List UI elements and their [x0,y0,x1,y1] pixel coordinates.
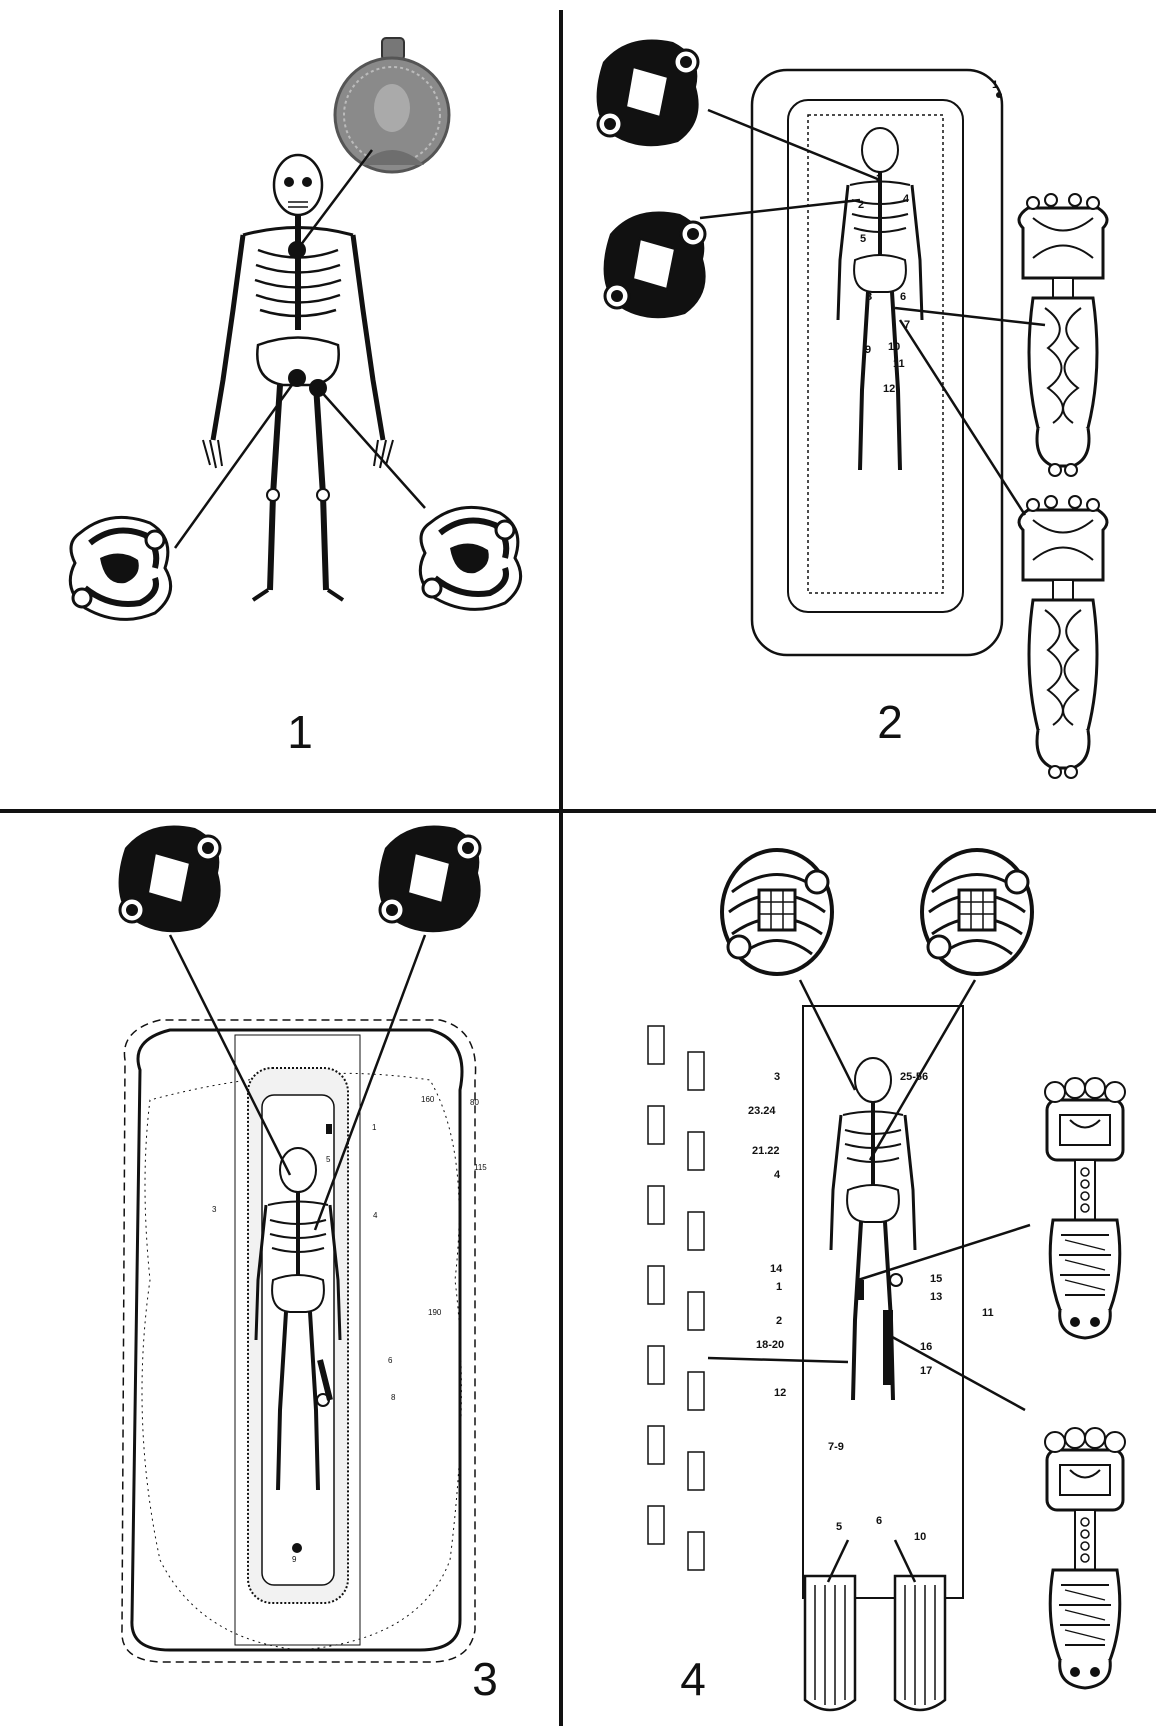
grave-label: 8 [866,291,872,303]
grave-label: 7-9 [828,1441,844,1453]
panel-number-4: 4 [680,1653,706,1705]
grave-label: 15 [930,1273,942,1285]
grave-label: 14 [770,1263,783,1275]
grave-label: 4 [903,193,910,205]
grave-label: 11 [893,358,905,370]
grave-label: 5 [836,1521,842,1533]
grave-label: 3 [774,1071,780,1083]
grave-label: 6 [900,291,906,303]
bow-brooch-lower-4 [1045,1428,1125,1688]
panel-3: 1 3 4 5 6 8 9 160 80 115 190 3 [119,826,498,1706]
plaque-column-left [648,1026,664,1544]
grave-label: 3 [876,173,882,185]
hatched-brooch-left [722,850,832,974]
panel-number-2: 2 [877,696,903,748]
grave-label: 16 [920,1341,932,1353]
grave-label: 4 [774,1169,781,1181]
grave-label: 17 [920,1365,932,1377]
grave-label: 9 [865,344,871,356]
s-brooch-upper [597,40,699,147]
grave-label: 10 [914,1531,926,1543]
grave-label: 13 [930,1291,942,1303]
panel-1: 1 [70,38,520,758]
grave-label: 1 [372,1123,377,1132]
grave-label: 8 [391,1393,396,1402]
grave-label: 80 [470,1098,479,1107]
bow-brooch-upper [1019,194,1107,476]
grave-label: 9 [292,1555,297,1564]
grave-label: 2 [776,1315,782,1327]
grave-label: 1 [776,1281,782,1293]
hatched-brooch-right [922,850,1032,974]
s-brooch-lower [604,212,706,319]
grave-label: 12 [774,1387,786,1399]
grave-label: 18-20 [756,1339,784,1351]
shoe-fitting-right [895,1576,945,1710]
grave-label: 2 [858,199,864,211]
s-brooch-right-3 [379,826,481,933]
grave-label: 5 [326,1155,331,1164]
grave-label: 5 [860,233,866,245]
grave-label: 6 [388,1356,393,1365]
grave-label: 1 [992,79,998,91]
grave-label: 12 [883,383,895,395]
grave-label: 3 [212,1205,217,1214]
coin-pendant [335,38,449,172]
relief-brooch-left [70,517,170,619]
panel-number-3: 3 [472,1653,498,1705]
grave-label: 160 [421,1095,435,1104]
plaque-column-right [688,1052,704,1570]
grave-label: 115 [474,1163,487,1172]
panel-4: 3 25-56 23.24 21.22 4 14 1 15 13 2 11 18… [648,850,1125,1710]
grave-label: 25-56 [900,1071,928,1083]
bow-brooch-upper-4 [1045,1078,1125,1338]
grave-label: 6 [876,1515,882,1527]
shoe-fitting-left [805,1576,855,1710]
grave-label: 7 [904,319,910,331]
grave-label: 11 [982,1307,994,1319]
grave-label: 190 [428,1308,442,1317]
panel-2: 1 2 3 4 5 6 7 8 9 10 11 12 2 [597,40,1107,779]
grave-label: 23.24 [748,1105,776,1117]
relief-brooch-right [420,507,520,609]
s-brooch-left-3 [119,826,221,933]
grave-label: 10 [888,341,900,353]
panel-number-1: 1 [287,706,313,758]
grave-label: 21.22 [752,1145,780,1157]
grave-label: 4 [373,1211,378,1220]
bow-brooch-lower [1019,496,1107,778]
